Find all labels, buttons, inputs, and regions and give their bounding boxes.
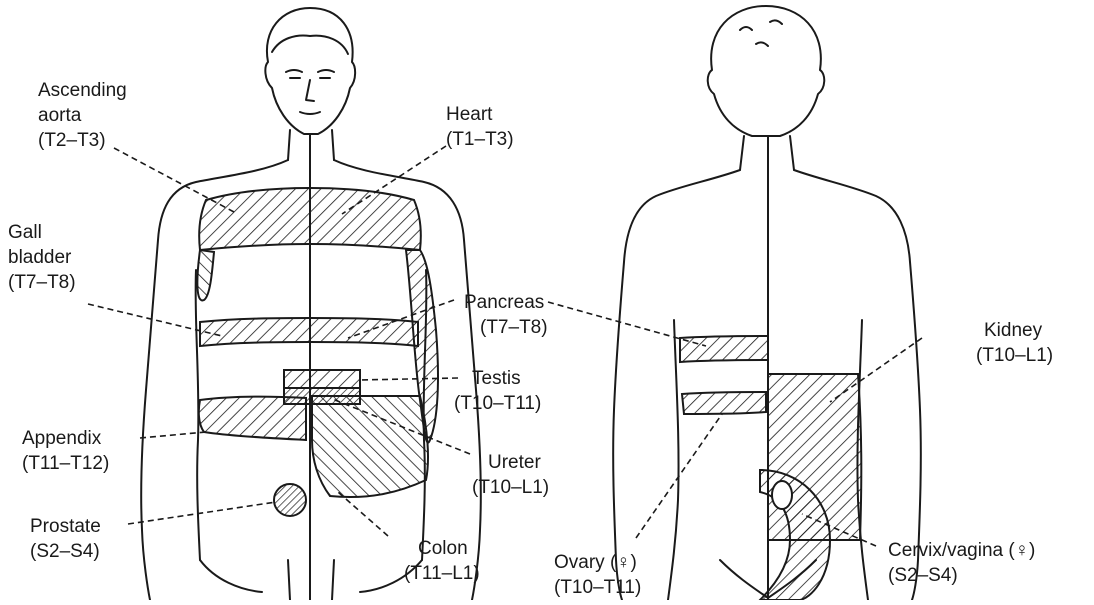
zone-ascending-aorta-heart [199,188,421,250]
label-appendix: Appendix (T11–T12) [22,426,109,476]
zone-left-arm [197,250,214,300]
leader-kidney [830,338,922,402]
label-gall-bladder: Gall bladder (T7–T8) [8,220,76,295]
back-head-outline [708,6,825,136]
label-cervix-vagina: Cervix/vagina (♀) (S2–S4) [888,538,1035,588]
leader-colon [338,492,388,536]
label-colon: Colon (T11–L1) [404,536,480,586]
label-testis: Testis (T10–T11) [454,366,541,416]
label-ascending-aorta: Ascending aorta (T2–T3) [38,78,127,153]
label-heart: Heart (T1–T3) [446,102,514,152]
zone-appendix [199,397,306,440]
label-ureter: Ureter (T10–L1) [472,450,549,500]
zone-gall-bladder-pancreas [200,318,418,346]
label-ovary: Ovary (♀) (T10–T11) [554,550,641,600]
front-zones [197,188,438,516]
zone-testis [284,370,360,388]
front-hair-line [272,36,348,54]
leader-ascending-aorta [114,148,234,212]
label-prostate: Prostate (S2–S4) [30,514,101,564]
label-kidney: Kidney (T10–L1) [976,318,1053,368]
leader-appendix [140,432,206,438]
leader-prostate [128,502,276,524]
leader-testis [358,378,458,380]
back-zones [680,336,861,600]
zone-colon [312,396,428,497]
front-head-outline [265,8,355,134]
zone-ovary-back [682,392,766,414]
zone-pancreas-back [680,336,768,362]
label-pancreas: Pancreas (T7–T8) [464,290,548,340]
leader-ovary [636,414,722,538]
zone-prostate [274,484,306,516]
